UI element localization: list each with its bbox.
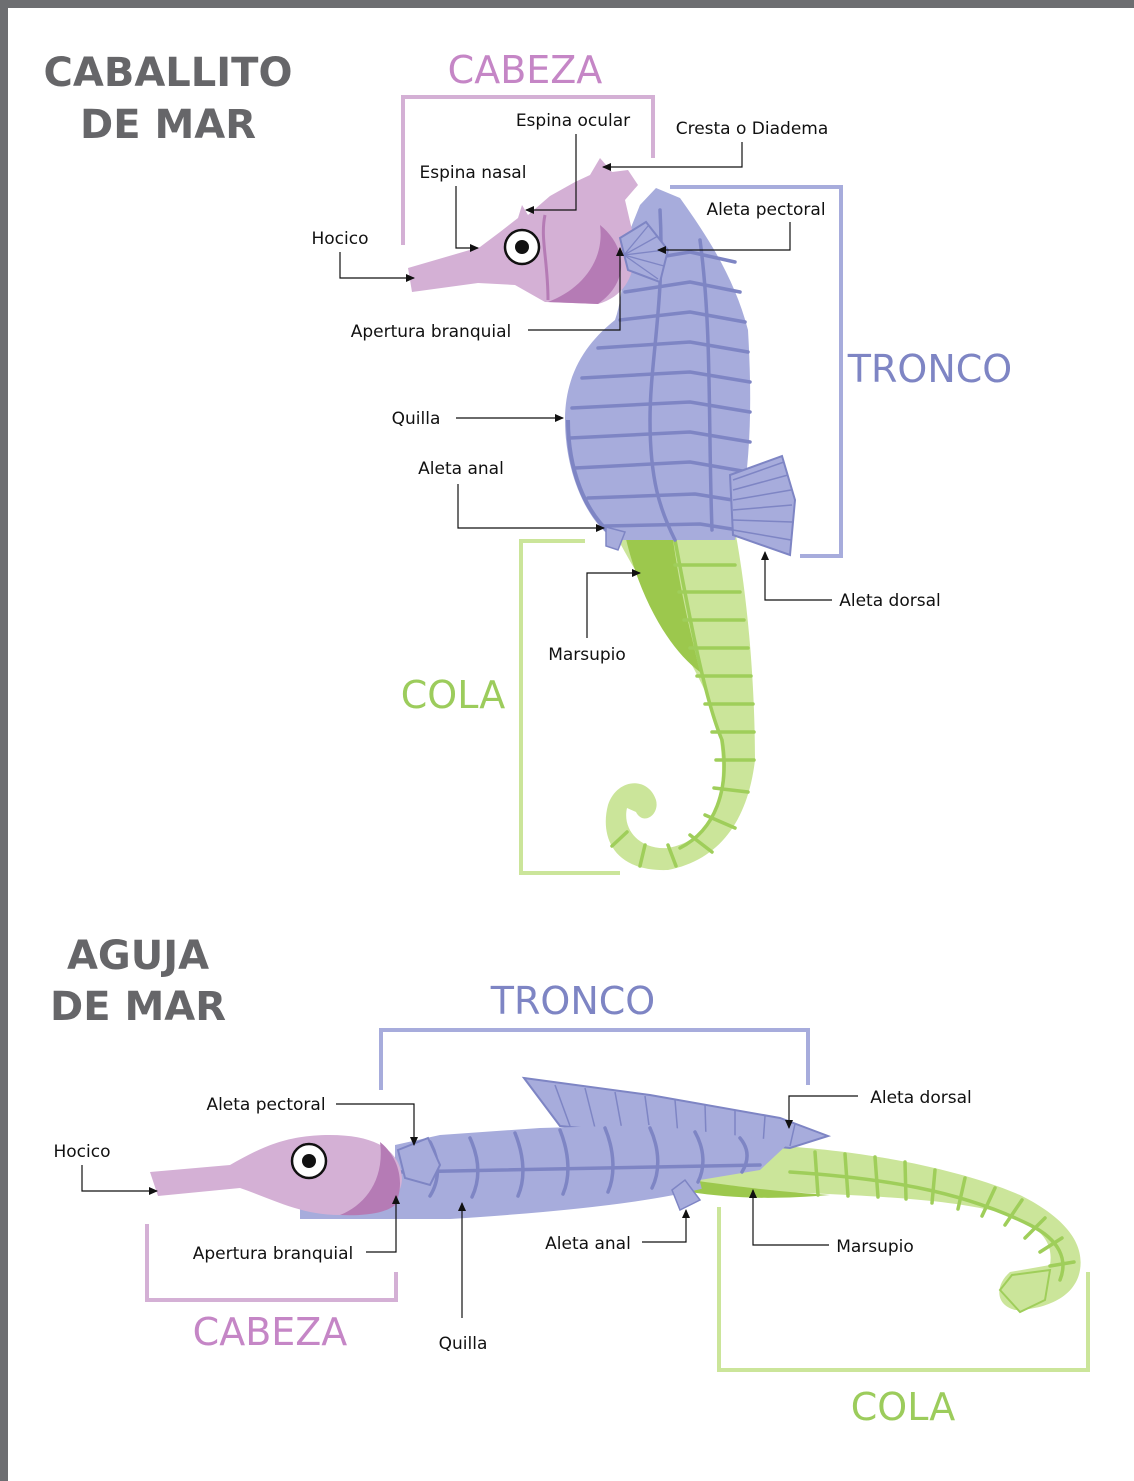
pipefish-cabeza-label: CABEZA (193, 1310, 348, 1354)
pipefish-trunk-bracket (381, 1030, 808, 1090)
seahorse-label-marsupio: Marsupio (548, 645, 626, 665)
pipefish-label-hocico: Hocico (53, 1142, 110, 1162)
pipefish-title-line1: AGUJA (67, 933, 209, 979)
seahorse-label-espina-nasal: Espina nasal (420, 163, 527, 183)
seahorse-group: CABALLITO DE MAR CABEZA TRONCO COLA (44, 48, 1013, 873)
seahorse-label-aleta-anal: Aleta anal (418, 459, 504, 479)
pipefish-pupil (302, 1154, 316, 1168)
pipefish-tronco-label: TRONCO (490, 979, 655, 1023)
seahorse-label-aleta-pectoral: Aleta pectoral (706, 200, 825, 220)
anatomy-diagram: CABALLITO DE MAR CABEZA TRONCO COLA (8, 8, 1134, 1481)
pipefish-group: AGUJA DE MAR TRONCO CABEZA COLA (50, 933, 1088, 1429)
seahorse-tail (606, 530, 755, 870)
pipefish-label-aleta-pectoral: Aleta pectoral (206, 1095, 325, 1115)
pipefish-label-aleta-anal: Aleta anal (545, 1234, 631, 1254)
pipefish-label-quilla: Quilla (439, 1334, 488, 1354)
pipefish-cola-label: COLA (851, 1385, 955, 1429)
seahorse-title-line2: DE MAR (80, 102, 256, 148)
seahorse-label-aleta-dorsal: Aleta dorsal (839, 591, 940, 611)
seahorse-label-hocico: Hocico (311, 229, 368, 249)
seahorse-label-espina-ocular: Espina ocular (516, 111, 630, 131)
seahorse-label-quilla: Quilla (392, 409, 441, 429)
seahorse-title-line1: CABALLITO (44, 50, 293, 96)
seahorse-label-apertura-branquial: Apertura branquial (351, 322, 512, 342)
pipefish-label-apertura-branquial: Apertura branquial (193, 1244, 354, 1264)
seahorse-tail-bracket (521, 541, 620, 873)
seahorse-cola-label: COLA (401, 673, 505, 717)
pipefish-label-marsupio: Marsupio (836, 1237, 914, 1257)
seahorse-pupil (515, 240, 529, 254)
pipefish-title-line2: DE MAR (50, 984, 226, 1030)
seahorse-tronco-label: TRONCO (847, 347, 1012, 391)
pipefish-label-aleta-dorsal: Aleta dorsal (870, 1088, 971, 1108)
seahorse-cabeza-label: CABEZA (448, 48, 603, 92)
seahorse-label-cresta: Cresta o Diadema (676, 119, 829, 139)
